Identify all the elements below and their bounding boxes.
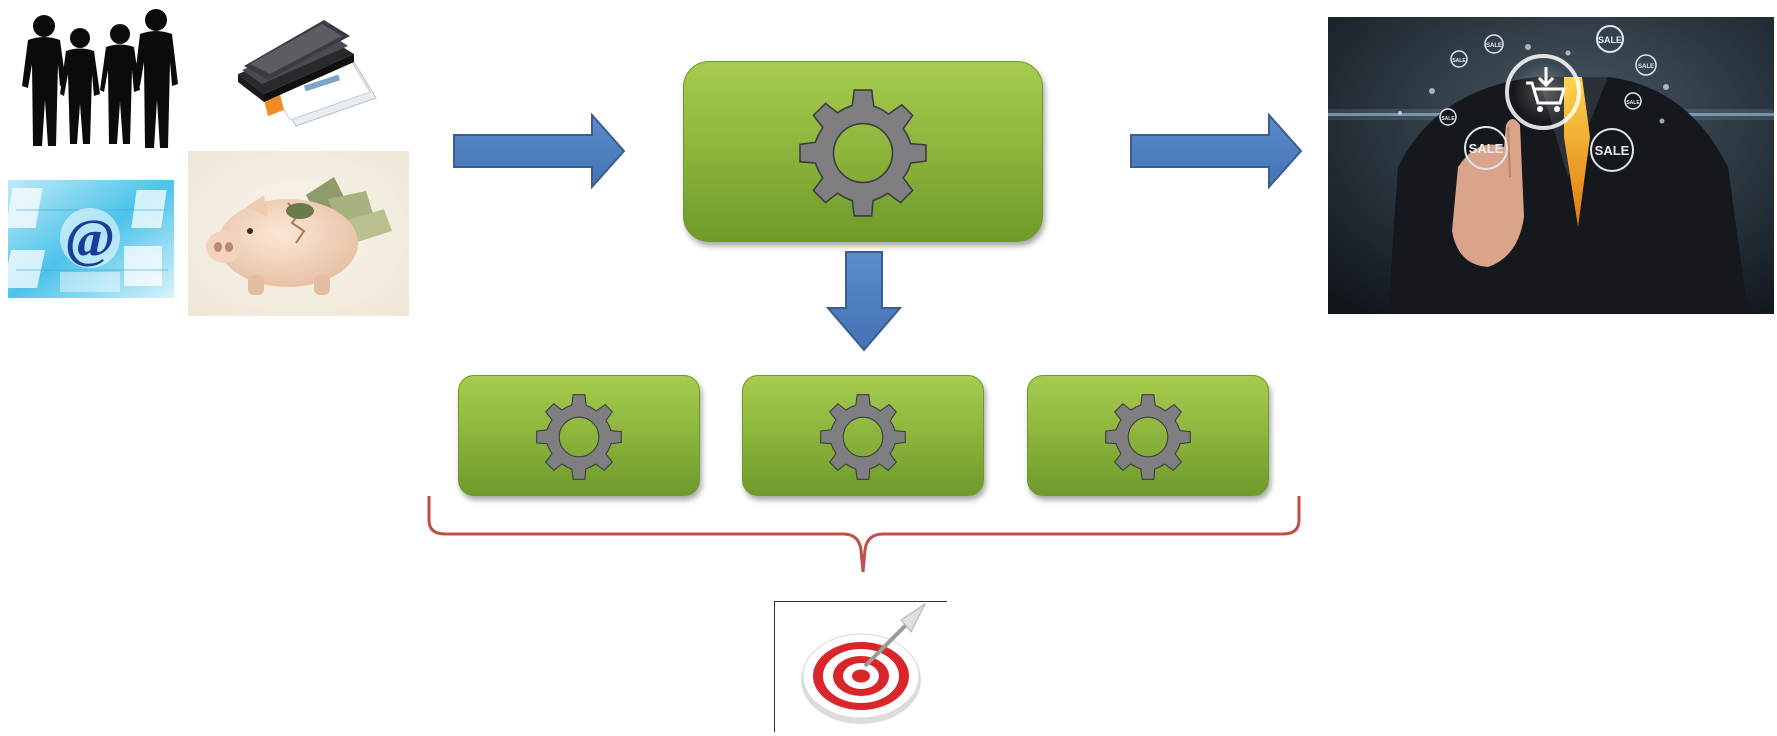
input-arrow (453, 113, 626, 189)
down-arrow (826, 251, 902, 352)
sale-badge: SALE (1450, 50, 1468, 68)
gear-icon (534, 392, 624, 482)
svg-text:SALE: SALE (1486, 43, 1502, 49)
svg-text:SALE: SALE (1598, 35, 1622, 45)
online-shopping-image: SALE SALE SALE SALE SALE SALE SALE SALE (1328, 17, 1774, 314)
svg-text:SALE: SALE (1638, 64, 1654, 70)
subprocess-box-1 (458, 375, 700, 496)
sale-badge: SALE (1464, 126, 1508, 170)
sale-badge: SALE (1590, 128, 1634, 172)
people-silhouettes-image (16, 4, 182, 150)
gear-icon (796, 86, 930, 220)
svg-text:SALE: SALE (1469, 141, 1504, 156)
gear-icon (818, 392, 908, 482)
document-scanner-image (234, 18, 380, 128)
email-at-sign-image: @ (8, 180, 174, 298)
sale-badge: SALE (1624, 92, 1642, 110)
subprocess-box-2 (742, 375, 984, 496)
output-arrow (1130, 113, 1303, 189)
svg-text:SALE: SALE (1626, 100, 1640, 106)
piggy-bank-image (188, 151, 409, 316)
svg-text:SALE: SALE (1452, 58, 1466, 64)
gear-icon (1103, 392, 1193, 482)
svg-text:SALE: SALE (1595, 143, 1630, 158)
sale-badge: SALE (1635, 54, 1657, 76)
svg-text:SALE: SALE (1441, 116, 1455, 122)
grouping-brace (427, 496, 1301, 573)
sale-badge: SALE (1484, 34, 1504, 54)
svg-text:@: @ (65, 208, 115, 268)
sale-badge: SALE (1439, 108, 1457, 126)
sale-badge: SALE (1596, 25, 1624, 53)
main-process-box (683, 61, 1043, 242)
subprocess-box-3 (1027, 375, 1269, 496)
target-image (774, 601, 947, 732)
